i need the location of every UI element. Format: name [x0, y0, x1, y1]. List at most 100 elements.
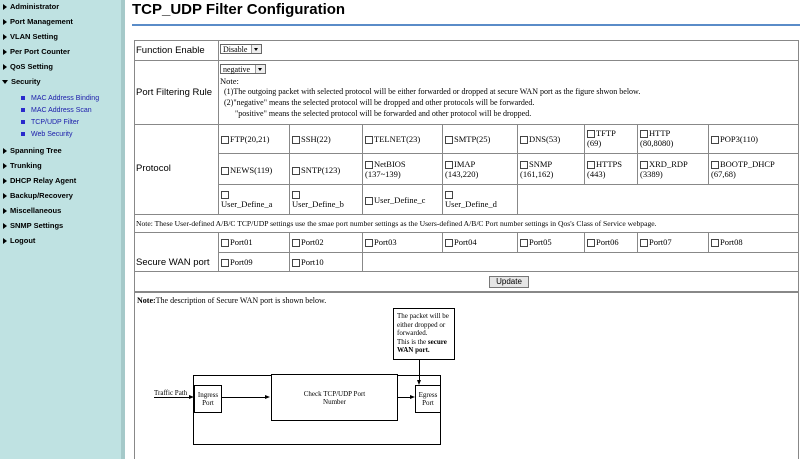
triangle-right-icon: [3, 19, 7, 26]
port-filtering-rule-select[interactable]: negative: [220, 64, 266, 74]
checkbox[interactable]: [445, 136, 453, 145]
column-divider: [584, 124, 585, 184]
column-divider: [362, 232, 363, 271]
protocol-option-https[interactable]: HTTPS(443): [587, 159, 622, 180]
protocol-option-snmp[interactable]: SNMP(161,162): [520, 159, 554, 180]
note-line: (1)The outgoing packet with selected pro…: [224, 87, 641, 96]
row-divider: [218, 153, 799, 154]
title-divider: [132, 24, 800, 26]
protocol-option-user-define-a[interactable]: User_Define_a: [221, 189, 272, 209]
checkbox[interactable]: [292, 239, 300, 248]
checkbox[interactable]: [292, 191, 300, 200]
row-divider: [218, 184, 799, 185]
column-divider: [218, 232, 219, 271]
sidebar-item-vlan-setting[interactable]: VLAN Setting: [0, 32, 58, 46]
checkbox[interactable]: [711, 239, 719, 248]
column-divider: [289, 124, 290, 214]
checkbox[interactable]: [365, 136, 373, 145]
sidebar-item-backup-recovery[interactable]: Backup/Recovery: [0, 191, 73, 205]
checkbox[interactable]: [640, 161, 648, 170]
triangle-right-icon: [3, 238, 7, 245]
checkbox[interactable]: [221, 191, 229, 200]
secure-wan-port06[interactable]: Port06: [587, 237, 619, 248]
checkbox[interactable]: [221, 167, 229, 176]
note-line: "positive" means the selected protocol w…: [235, 109, 532, 118]
checkbox[interactable]: [520, 161, 528, 170]
secure-wan-port04[interactable]: Port04: [445, 237, 477, 248]
row-divider: [134, 232, 799, 233]
column-divider: [517, 124, 518, 214]
checkbox[interactable]: [445, 191, 453, 200]
protocol-option-netbios[interactable]: NetBIOS(137~139): [365, 159, 406, 180]
checkbox[interactable]: [711, 136, 719, 145]
secure-wan-port10[interactable]: Port10: [292, 257, 324, 268]
protocol-option-ftp[interactable]: FTP(20,21): [221, 134, 269, 145]
protocol-option-user-define-c[interactable]: User_Define_c: [365, 195, 425, 206]
checkbox[interactable]: [640, 239, 648, 248]
protocol-option-news[interactable]: NEWS(119): [221, 165, 272, 176]
checkbox[interactable]: [520, 136, 528, 145]
sidebar-item-administrator[interactable]: Administrator: [0, 2, 59, 16]
sidebar-subitem-mac-address-binding[interactable]: MAC Address Binding: [21, 95, 99, 107]
secure-wan-port09[interactable]: Port09: [221, 257, 253, 268]
secure-wan-port-label: Secure WAN port: [136, 257, 210, 268]
sidebar-item-port-management[interactable]: Port Management: [0, 17, 73, 31]
sidebar-item-logout[interactable]: Logout: [0, 236, 35, 250]
protocol-option-ssh[interactable]: SSH(22): [292, 134, 331, 145]
protocol-option-tftp[interactable]: TFTP(69): [587, 128, 616, 149]
secure-wan-port02[interactable]: Port02: [292, 237, 324, 248]
checkbox[interactable]: [292, 259, 300, 268]
checkbox[interactable]: [292, 136, 300, 145]
checkbox[interactable]: [365, 161, 373, 170]
sidebar-item-per-port-counter[interactable]: Per Port Counter: [0, 47, 70, 61]
checkbox[interactable]: [445, 161, 453, 170]
checkbox[interactable]: [587, 239, 595, 248]
checkbox[interactable]: [365, 239, 373, 248]
sidebar-item-spanning-tree[interactable]: Spanning Tree: [0, 146, 62, 160]
sidebar-subitem-mac-address-scan[interactable]: MAC Address Scan: [21, 107, 92, 119]
arrow-line: [398, 397, 410, 398]
row-divider: [134, 214, 799, 215]
protocol-option-imap[interactable]: IMAP(143,220): [445, 159, 479, 180]
triangle-right-icon: [3, 178, 7, 185]
secure-wan-port05[interactable]: Port05: [520, 237, 552, 248]
protocol-option-smtp[interactable]: SMTP(25): [445, 134, 490, 145]
protocol-option-sntp[interactable]: SNTP(123): [292, 165, 340, 176]
checkbox[interactable]: [445, 239, 453, 248]
checkbox[interactable]: [221, 259, 229, 268]
sidebar-item-trunking[interactable]: Trunking: [0, 161, 42, 175]
sidebar-item-snmp-settings[interactable]: SNMP Settings: [0, 221, 63, 235]
protocol-option-bootp-dhcp[interactable]: BOOTP_DHCP(67,68): [711, 159, 775, 180]
protocol-option-pop3[interactable]: POP3(110): [711, 134, 758, 145]
protocol-option-user-define-d[interactable]: User_Define_d: [445, 189, 497, 209]
callout-box: The packet will be either dropped or for…: [393, 308, 455, 360]
protocol-option-telnet[interactable]: TELNET(23): [365, 134, 420, 145]
protocol-option-xrd-rdp[interactable]: XRD_RDP(3389): [640, 159, 688, 180]
sidebar-item-miscellaneous[interactable]: Miscellaneous: [0, 206, 61, 220]
checkbox[interactable]: [711, 161, 719, 170]
update-button[interactable]: Update: [489, 276, 529, 288]
sidebar-item-qos-setting[interactable]: QoS Setting: [0, 62, 53, 76]
protocol-option-user-define-b[interactable]: User_Define_b: [292, 189, 344, 209]
sidebar-subitem-web-security[interactable]: Web Security: [21, 131, 73, 143]
secure-wan-port01[interactable]: Port01: [221, 237, 253, 248]
checkbox[interactable]: [292, 167, 300, 176]
function-enable-select[interactable]: Disable: [220, 44, 262, 54]
secure-wan-port08[interactable]: Port08: [711, 237, 743, 248]
sidebar-item-dhcp-relay-agent[interactable]: DHCP Relay Agent: [0, 176, 76, 190]
note-title: Note:: [220, 76, 239, 86]
checkbox[interactable]: [221, 239, 229, 248]
sidebar-subitem-tcp-udp-filter[interactable]: TCP/UDP Filter: [21, 119, 79, 131]
checkbox[interactable]: [587, 130, 595, 139]
sidebar-item-security[interactable]: Security: [0, 77, 41, 91]
checkbox[interactable]: [640, 130, 648, 139]
protocol-option-dns[interactable]: DNS(53): [520, 134, 560, 145]
checkbox[interactable]: [365, 197, 373, 206]
checkbox[interactable]: [221, 136, 229, 145]
checkbox[interactable]: [587, 161, 595, 170]
checkbox[interactable]: [520, 239, 528, 248]
protocol-option-http[interactable]: HTTP(80,8080): [640, 128, 674, 149]
secure-wan-port07[interactable]: Port07: [640, 237, 672, 248]
secure-wan-port03[interactable]: Port03: [365, 237, 397, 248]
